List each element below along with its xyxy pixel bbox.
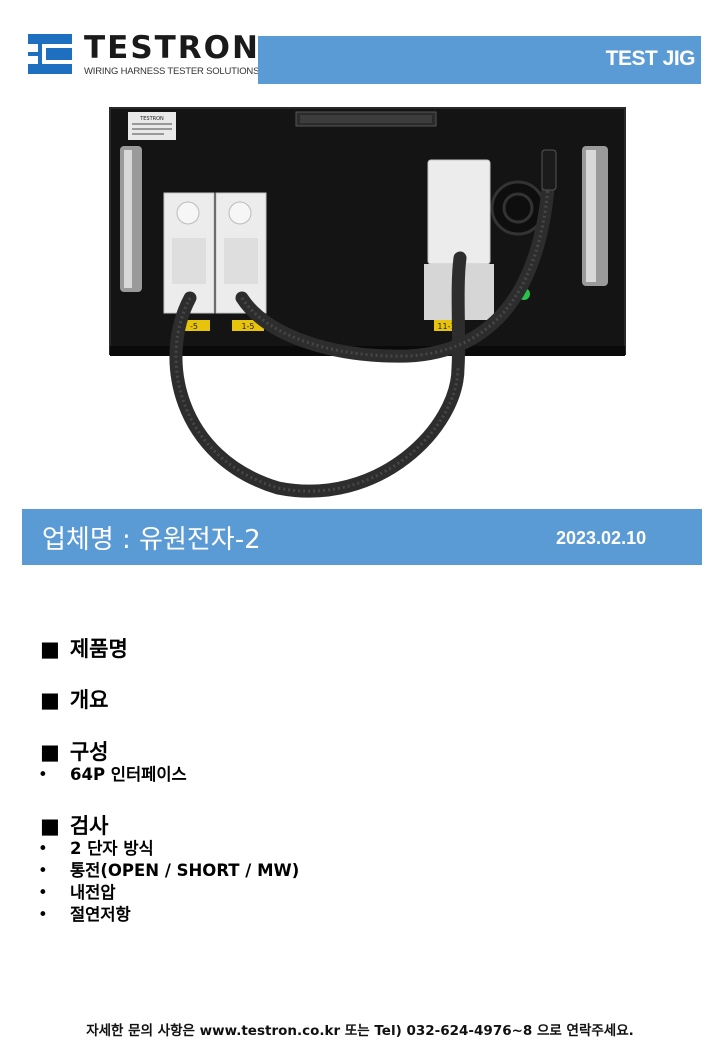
contact-footer: 자세한 문의 사항은 www.testron.co.kr 또는 Tel) 032… bbox=[86, 1023, 634, 1039]
section-title: 구성 bbox=[69, 740, 109, 764]
company-name: 업체명 : 유원전자-2 bbox=[42, 525, 261, 555]
square-bullet-icon: ■ bbox=[40, 740, 60, 764]
tag-3: 11-16 bbox=[437, 322, 460, 331]
bullet-icon: • bbox=[38, 765, 48, 784]
brand-name: TESTRON bbox=[84, 30, 260, 66]
tag-2: 1-5 bbox=[241, 322, 254, 331]
test-jig-photo: TESTRON -5 1-5 11-16 bbox=[109, 107, 626, 498]
brand-tagline: WIRING HARNESS TESTER SOLUTIONS bbox=[84, 66, 260, 77]
list-item: •내전압 bbox=[38, 883, 116, 902]
section-inspection: ■ 검사 bbox=[40, 810, 108, 840]
section-composition: ■ 구성 bbox=[40, 736, 108, 766]
list-item: •통전(OPEN / SHORT / MW) bbox=[38, 861, 300, 880]
section-product: ■ 제품명 bbox=[40, 633, 128, 663]
inspection-list: •2 단자 방식 •통전(OPEN / SHORT / MW) •내전압 •절연… bbox=[36, 838, 299, 926]
square-bullet-icon: ■ bbox=[40, 688, 60, 712]
section-overview: ■ 개요 bbox=[40, 684, 108, 714]
section-title: 검사 bbox=[69, 814, 109, 838]
jig-plate-label: TESTRON bbox=[139, 116, 164, 122]
composition-list: •64P 인터페이스 bbox=[36, 764, 187, 786]
list-item: •2 단자 방식 bbox=[38, 839, 154, 858]
list-item: •절연저항 bbox=[38, 905, 131, 924]
document-date: 2023.02.10 bbox=[556, 528, 647, 548]
square-bullet-icon: ■ bbox=[40, 637, 60, 661]
bullet-icon: • bbox=[38, 905, 48, 924]
square-bullet-icon: ■ bbox=[40, 814, 60, 838]
header-bar: TEST JIG bbox=[258, 36, 701, 84]
testron-logo-icon bbox=[28, 34, 72, 74]
section-title: 제품명 bbox=[69, 637, 128, 661]
bullet-icon: • bbox=[38, 861, 48, 880]
bullet-icon: • bbox=[38, 883, 48, 902]
brand-logo[interactable]: TESTRON WIRING HARNESS TESTER SOLUTIONS bbox=[28, 30, 259, 80]
list-item: •64P 인터페이스 bbox=[38, 765, 187, 784]
tag-1: -5 bbox=[190, 322, 198, 331]
company-banner: 업체명 : 유원전자-2 2023.02.10 bbox=[22, 509, 702, 565]
section-title: 개요 bbox=[69, 688, 109, 712]
bullet-icon: • bbox=[38, 839, 48, 858]
header-title: TEST JIG bbox=[605, 47, 696, 70]
